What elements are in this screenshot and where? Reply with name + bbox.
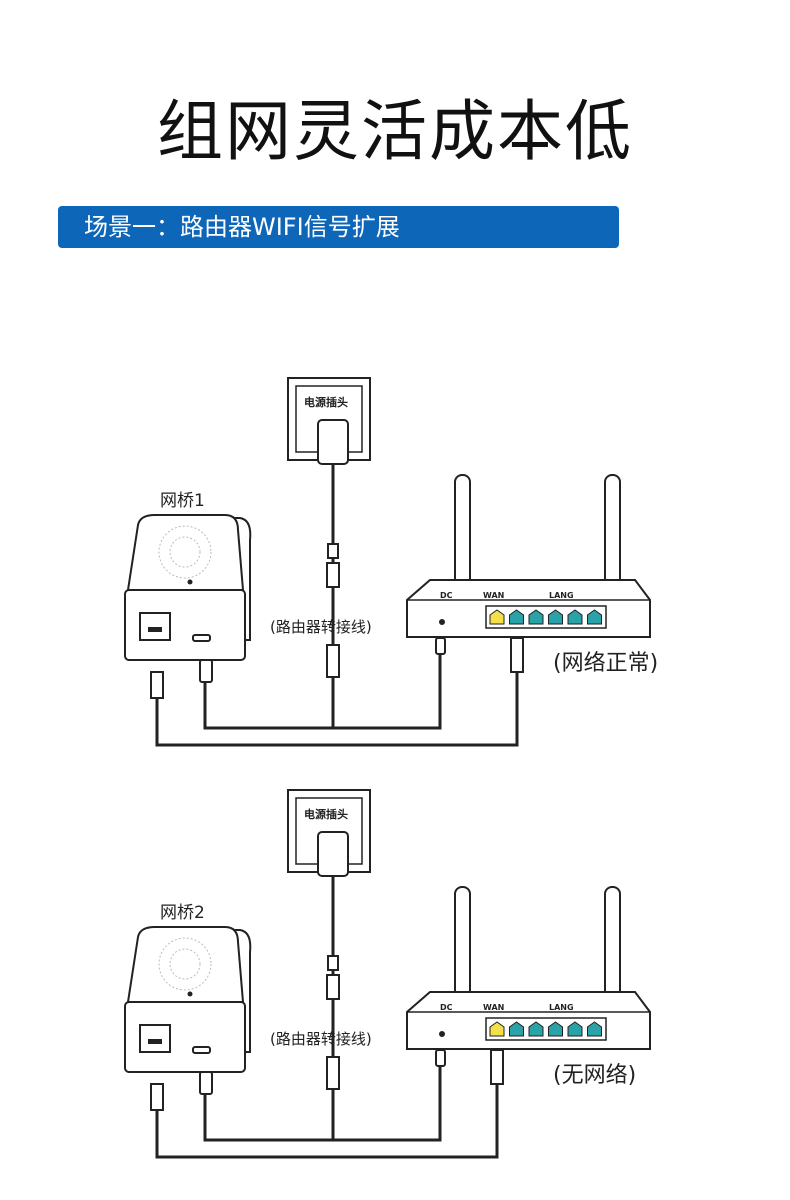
rj45-plug <box>150 671 164 699</box>
router-lan-port <box>509 609 524 625</box>
page-title: 组网灵活成本低 <box>157 93 633 170</box>
bridge-label: 网桥2 <box>160 903 205 923</box>
network-status-label: (无网络) <box>553 1063 636 1088</box>
dc-cable <box>203 1062 442 1142</box>
cable-connector <box>326 974 340 1000</box>
bridge-led <box>187 579 193 585</box>
cable-connector <box>326 644 340 678</box>
router-wan-label: WAN <box>483 591 504 600</box>
scenario-banner: 场景一：路由器WIFI信号扩展 <box>58 206 619 248</box>
bridge-top <box>126 926 245 1003</box>
router-lan-port <box>528 1021 544 1037</box>
ethernet-cable <box>155 668 519 747</box>
cable-connector <box>327 543 339 559</box>
router-lan-port <box>567 1021 583 1037</box>
socket-label: 电源插头 <box>304 807 348 821</box>
bridge-front-panel <box>124 1001 246 1073</box>
power-adapter <box>317 419 349 465</box>
power-adapter <box>317 831 349 877</box>
cable-connector <box>327 955 339 971</box>
bridge-rj45-port <box>139 612 171 641</box>
router-wan-label: WAN <box>483 1003 504 1012</box>
usb-plug <box>199 659 213 683</box>
router-wan-port <box>489 1021 505 1037</box>
rj45-plug <box>150 1083 164 1111</box>
router-lan-port <box>528 609 544 625</box>
bridge-rj45-pin <box>148 1039 162 1044</box>
router-lan-port <box>548 609 563 625</box>
bridge-vent-grille <box>158 525 212 579</box>
router-rj45-plug <box>510 637 524 673</box>
bridge-rj45-port <box>139 1024 171 1053</box>
router-dc-label: DC <box>440 591 453 600</box>
bridge-vent-grille <box>169 948 201 980</box>
router-lan-port <box>567 609 583 625</box>
router-lan-port <box>587 609 602 625</box>
dc-plug <box>435 637 446 655</box>
router-wan-port <box>489 609 505 625</box>
router-lan-label: LANG <box>549 591 574 600</box>
socket-label: 电源插头 <box>304 395 348 409</box>
bridge-vent-grille <box>158 937 212 991</box>
ethernet-cable <box>155 1080 499 1159</box>
network-status-label: (网络正常) <box>553 651 658 676</box>
bridge-label: 网桥1 <box>160 491 205 511</box>
router-rj45-plug <box>490 1049 504 1085</box>
bridge-top <box>126 514 245 591</box>
dc-cable <box>203 650 442 730</box>
bridge-vent-grille <box>169 536 201 568</box>
bridge-usb-port <box>192 1046 211 1054</box>
router-antenna-right <box>604 886 621 998</box>
router-antenna-left <box>454 474 471 586</box>
router-dc-jack <box>439 619 445 625</box>
cable-connector <box>326 562 340 588</box>
router-dc-jack <box>439 1031 445 1037</box>
cable-connector <box>326 1056 340 1090</box>
bridge-usb-port <box>192 634 211 642</box>
bridge-rj45-pin <box>148 627 162 632</box>
router-lan-label: LANG <box>549 1003 574 1012</box>
dc-plug <box>435 1049 446 1067</box>
router-lan-port <box>548 1021 563 1037</box>
router-lan-port <box>509 1021 524 1037</box>
bridge-front-panel <box>124 589 246 661</box>
usb-plug <box>199 1071 213 1095</box>
router-lan-port <box>587 1021 602 1037</box>
router-antenna-left <box>454 886 471 998</box>
bridge-led <box>187 991 193 997</box>
router-antenna-right <box>604 474 621 586</box>
router-dc-label: DC <box>440 1003 453 1012</box>
cable-label: (路由器转接线) <box>270 1030 372 1048</box>
cable-label: (路由器转接线) <box>270 618 372 636</box>
